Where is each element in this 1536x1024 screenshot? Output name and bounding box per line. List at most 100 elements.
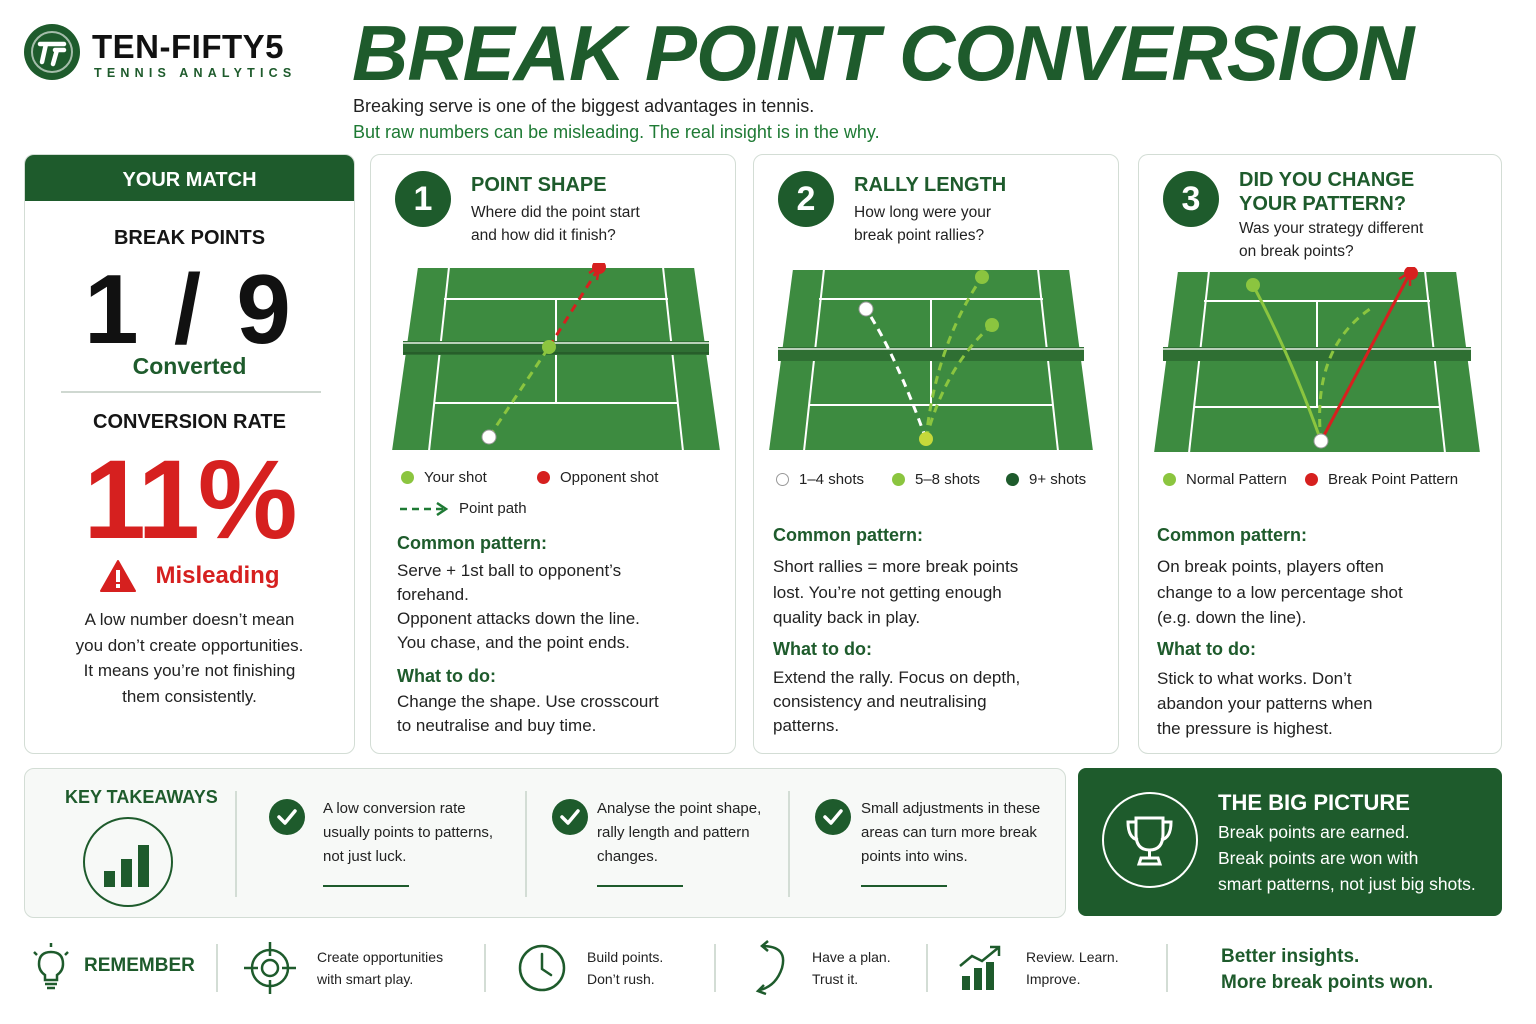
big-picture-line: Break points are won with <box>1218 848 1419 868</box>
dashed-arrow-icon <box>400 501 449 516</box>
divider <box>1166 944 1168 992</box>
tennis-court-diagram <box>766 268 1096 452</box>
rally-length-card: 2 RALLY LENGTH How long were your break … <box>753 154 1119 754</box>
your-match-header: YOUR MATCH <box>25 155 354 201</box>
opponent-shot-dot-icon <box>537 471 550 484</box>
divider <box>216 944 218 992</box>
subtitle-line: on break points? <box>1239 243 1354 260</box>
tennis-court-diagram <box>389 263 723 452</box>
short-rally-dot-icon <box>776 473 789 486</box>
legend-5-8-shots: 5–8 shots <box>892 471 980 488</box>
common-pattern-text: Short rallies = more break points lost. … <box>773 554 1018 631</box>
card-title: POINT SHAPE <box>471 174 607 196</box>
text-line: Build points. <box>587 949 664 965</box>
note-line: them consistently. <box>122 686 257 706</box>
legend-label: 1–4 shots <box>799 471 865 488</box>
divider <box>525 791 527 897</box>
text-line: quality back in play. <box>773 608 921 627</box>
legend-label: Point path <box>459 500 527 517</box>
big-picture-line: Break points are earned. <box>1218 822 1410 842</box>
divider <box>484 944 486 992</box>
big-picture-title: THE BIG PICTURE <box>1218 790 1410 815</box>
text-line: Stick to what works. Don’t <box>1157 669 1352 688</box>
trophy-icon <box>1102 792 1198 888</box>
legend-label: Break Point Pattern <box>1328 471 1459 488</box>
text-line: Have a plan. <box>812 949 891 965</box>
text-line: forehand. <box>397 585 469 604</box>
subtitle-line: How long were your <box>854 204 991 221</box>
text-line: Small adjustments in these <box>861 800 1041 817</box>
check-icon <box>269 799 305 835</box>
text-line: You chase, and the point ends. <box>397 633 630 652</box>
divider <box>926 944 928 992</box>
point-shape-card: 1 POINT SHAPE Where did the point start … <box>370 154 736 754</box>
your-match-card: YOUR MATCH BREAK POINTS 1 / 9 Converted … <box>24 154 355 754</box>
misleading-label: Misleading <box>155 562 280 589</box>
break-points-value: 1 / 9 <box>84 254 295 364</box>
text-line: with smart play. <box>317 971 414 987</box>
footer-text: Create opportunities with smart play. <box>317 946 443 990</box>
your-shot-dot-icon <box>401 471 414 484</box>
step-number-3: 3 <box>1163 171 1219 227</box>
what-to-do-heading: What to do: <box>397 666 496 686</box>
note-line: you don’t create opportunities. <box>75 635 304 655</box>
text-line: Create opportunities <box>317 949 444 965</box>
bar-chart-icon <box>959 945 1001 990</box>
conversion-rate-value: 11% <box>83 437 298 562</box>
what-to-do-text: Stick to what works. Don’t abandon your … <box>1157 666 1373 741</box>
title-line: YOUR PATTERN? <box>1239 193 1407 215</box>
legend-9-plus-shots: 9+ shots <box>1006 471 1086 488</box>
legend-label: Normal Pattern <box>1186 471 1287 488</box>
text-line: Analyse the point shape, <box>597 800 762 817</box>
takeaway-text-3: Small adjustments in these areas can tur… <box>861 797 1040 869</box>
tennis-court-diagram <box>1151 267 1483 454</box>
closing-line-1: Better insights. <box>1221 946 1360 967</box>
card-subtitle: Was your strategy different on break poi… <box>1239 217 1423 263</box>
text-line: areas can turn more break <box>861 824 1037 841</box>
conversion-rate-label: CONVERSION RATE <box>93 411 286 433</box>
legend-opponent-shot: Opponent shot <box>537 469 658 486</box>
text-line: Extend the rally. Focus on depth, <box>773 668 1021 687</box>
converted-label: Converted <box>132 353 247 379</box>
text-line: On break points, players often <box>1157 557 1384 576</box>
brand-tagline: TENNIS ANALYTICS <box>94 66 297 80</box>
break-point-pattern-dot-icon <box>1305 473 1318 486</box>
legend-label: Your shot <box>424 469 487 486</box>
text-line: Opponent attacks down the line. <box>397 609 640 628</box>
subtitle-line: Where did the point start <box>471 204 640 221</box>
common-pattern-heading: Common pattern: <box>773 525 923 545</box>
step-number-2: 2 <box>778 171 834 227</box>
rising-bars-icon <box>83 817 173 907</box>
common-pattern-heading: Common pattern: <box>1157 525 1307 545</box>
subtitle-line: Was your strategy different <box>1239 220 1424 237</box>
clock-icon <box>518 944 566 992</box>
card-subtitle: Where did the point start and how did it… <box>471 201 640 247</box>
legend-your-shot: Your shot <box>401 469 487 486</box>
card-subtitle: How long were your break point rallies? <box>854 201 991 247</box>
text-line: rally length and pattern <box>597 824 750 841</box>
subtitle-line: break point rallies? <box>854 227 985 244</box>
text-line: the pressure is highest. <box>1157 719 1333 738</box>
big-picture-panel: THE BIG PICTURE Break points are earned.… <box>1078 768 1502 916</box>
key-takeaways-title: KEY TAKEAWAYS <box>65 787 218 807</box>
normal-pattern-dot-icon <box>1163 473 1176 486</box>
check-icon <box>815 799 851 835</box>
text-line: change to a low percentage shot <box>1157 582 1403 602</box>
takeaway-text-2: Analyse the point shape, rally length an… <box>597 797 761 869</box>
step-number-1: 1 <box>395 171 451 227</box>
medium-rally-dot-icon <box>892 473 905 486</box>
legend-label: 9+ shots <box>1029 471 1087 488</box>
text-line: Change the shape. Use crosscourt <box>397 692 659 711</box>
text-line: to neutralise and buy time. <box>397 716 597 735</box>
text-line: lost. You’re not getting enough <box>773 582 1002 602</box>
text-line: Short rallies = more break points <box>773 557 1019 576</box>
underline <box>597 885 683 887</box>
warning-row: Misleading <box>25 559 354 593</box>
text-line: (e.g. down the line). <box>1157 608 1307 627</box>
underline <box>861 885 947 887</box>
brand-name: TEN-FIFTY5 <box>92 28 284 65</box>
text-line: usually points to patterns, <box>323 824 494 841</box>
key-takeaways-panel: KEY TAKEAWAYS A low conversion rate usua… <box>24 768 1066 918</box>
text-line: consistency and neutralising <box>773 692 987 711</box>
target-icon <box>244 942 296 994</box>
